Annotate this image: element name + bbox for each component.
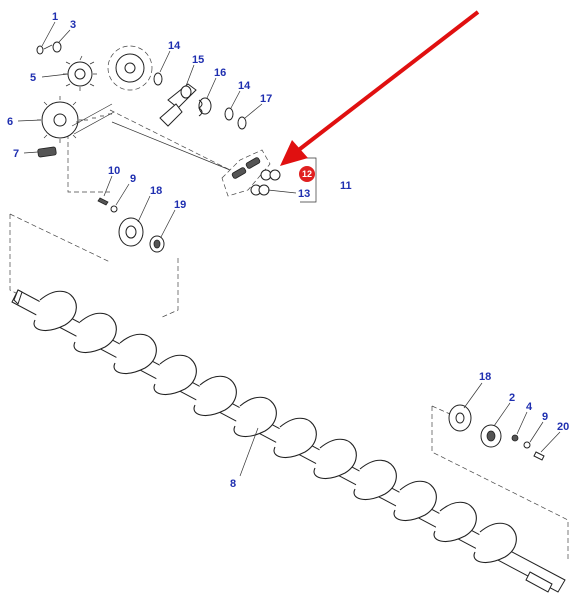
label-14a: 14: [168, 40, 181, 52]
part-17-o-ring: [237, 116, 247, 130]
badge-label: 12: [302, 169, 312, 179]
part-7-link: [37, 146, 57, 158]
part-20-bolt: [533, 451, 545, 461]
label-14b: 14: [238, 80, 251, 92]
label-9b: 9: [542, 411, 548, 423]
label-16: 16: [214, 67, 226, 79]
label-2: 2: [509, 392, 515, 404]
label-20: 20: [557, 421, 569, 433]
label-1: 1: [52, 11, 58, 23]
label-3: 3: [70, 19, 76, 31]
label-13: 13: [298, 188, 310, 200]
part-18-flange-b: [448, 404, 472, 432]
part-9-washer-a: [110, 205, 118, 213]
left-bearing-group: [97, 197, 165, 253]
part-18-flange-a: [118, 217, 144, 247]
red-arrow-shaft: [294, 10, 480, 154]
red-arrow-head: [280, 140, 308, 166]
leader-lines: [17, 21, 561, 477]
label-17: 17: [260, 93, 272, 105]
upper-sprocket: [107, 45, 153, 91]
part-13-offset-link: [250, 184, 270, 196]
part-3-ring: [52, 41, 62, 53]
part-2-bearing-housing: [480, 424, 502, 448]
drive-assembly: [36, 41, 317, 203]
part-14-washer-b: [224, 107, 234, 121]
badge-circle: [299, 166, 315, 182]
part-8-auger: [11, 289, 566, 593]
label-4: 4: [526, 401, 533, 413]
part-19-bearing: [149, 235, 165, 253]
part-12-highlight-badge: 12: [299, 166, 315, 182]
label-18a: 18: [150, 185, 162, 197]
part-5-sprocket: [63, 55, 97, 91]
label-15: 15: [192, 54, 204, 66]
label-19: 19: [174, 199, 186, 211]
part-16-spring: [198, 97, 212, 117]
part-11-chain-section: [221, 149, 271, 197]
label-18b: 18: [479, 371, 491, 383]
part-labels: 1 3 5 6 7 14 15 16 14 17 10 9 18 19 11 1…: [7, 11, 569, 490]
label-5: 5: [30, 72, 36, 84]
label-8: 8: [230, 478, 236, 490]
label-9a: 9: [130, 173, 136, 185]
label-7: 7: [13, 148, 19, 160]
part-9-washer-b: [523, 441, 531, 449]
label-10: 10: [108, 165, 120, 177]
part-15-tensioner-arm: [159, 83, 197, 127]
part-1-washer: [36, 45, 44, 55]
part-4-washer: [511, 434, 519, 442]
part-6-sprocket: [37, 96, 83, 143]
part-12-connector-link: [260, 169, 281, 181]
chain: [71, 103, 231, 171]
right-bearing-group: [431, 404, 569, 560]
part-10-bolt: [97, 197, 109, 206]
red-arrow: [280, 10, 480, 166]
part-14-washer-a: [153, 72, 163, 86]
label-6: 6: [7, 116, 13, 128]
label-11: 11: [340, 180, 352, 192]
